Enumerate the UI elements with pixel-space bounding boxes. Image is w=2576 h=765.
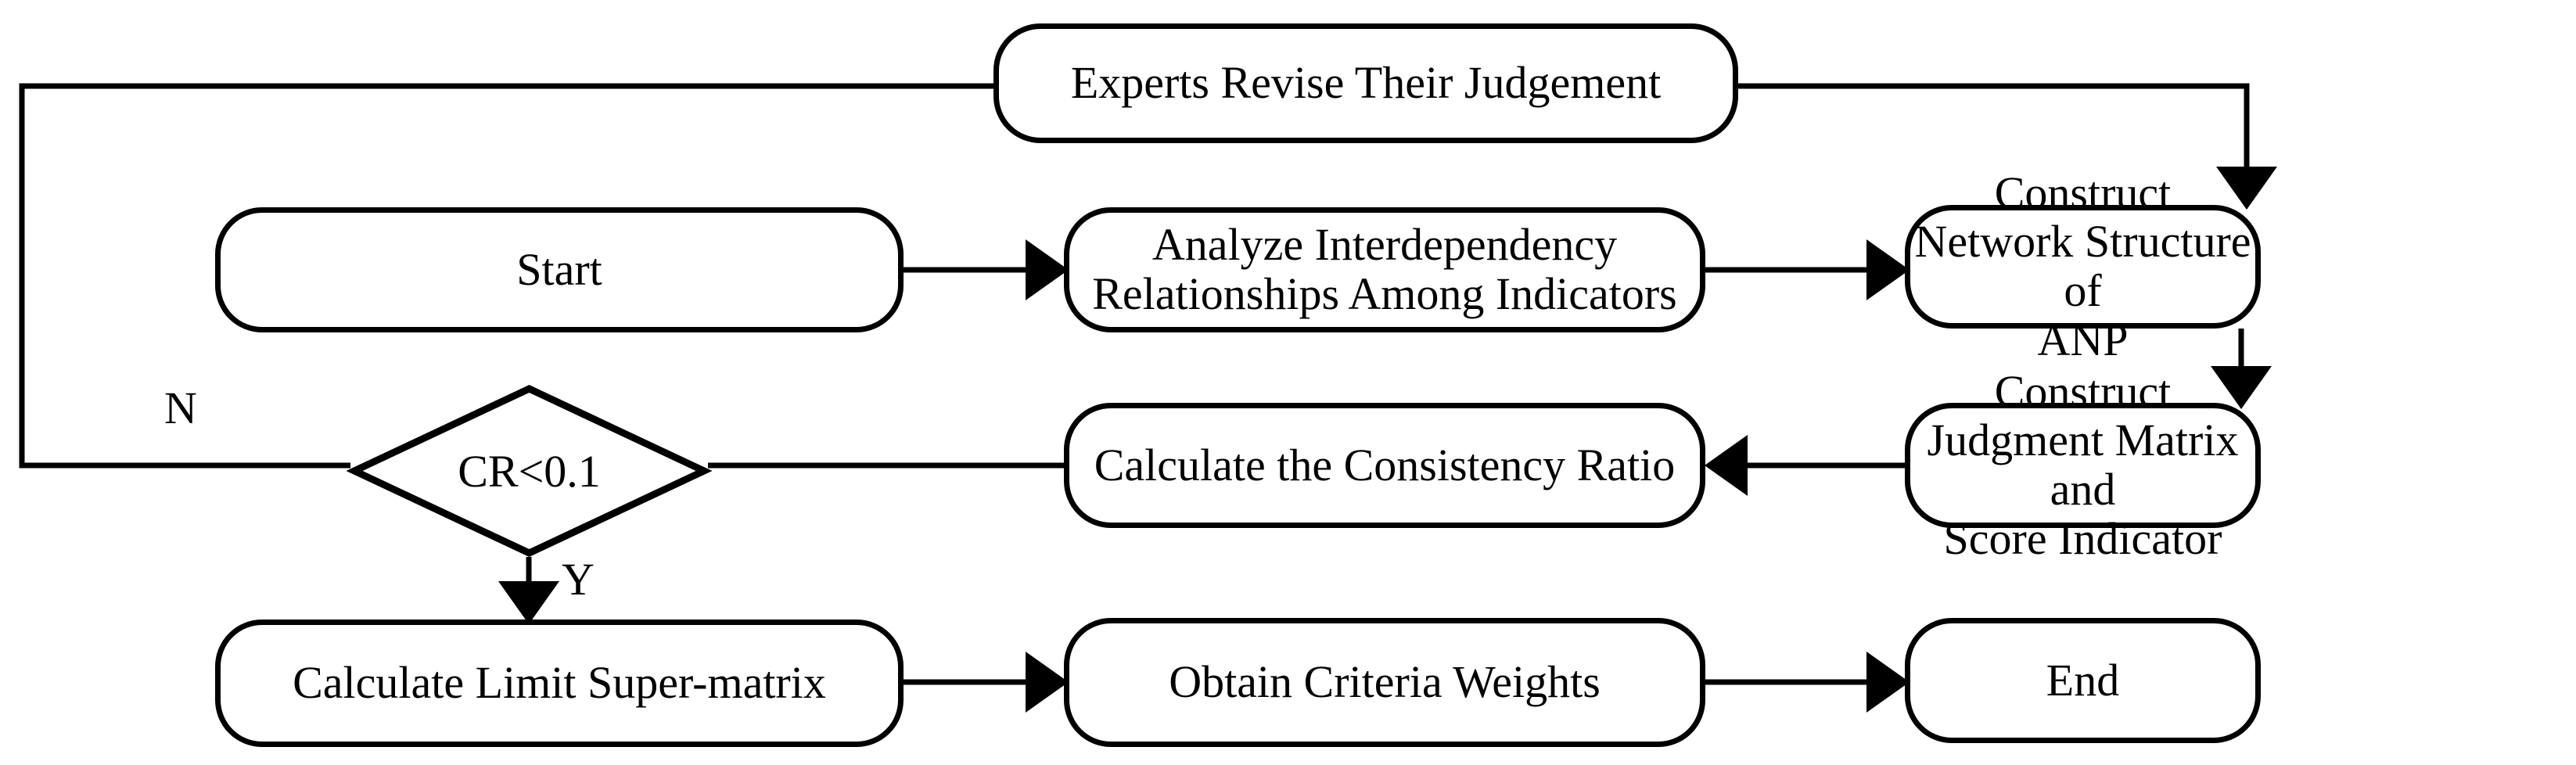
- edge-decision-to-experts: [19, 83, 993, 469]
- arrowhead-analyze-to-construct-network: [1866, 239, 1910, 300]
- node-analyze-interdependency-label: Analyze Interdependency Relationships Am…: [1092, 219, 1677, 319]
- node-start[interactable]: Start: [215, 207, 904, 332]
- edge-label-no: N: [164, 382, 197, 433]
- edge-experts-to-construct-network: [1738, 83, 2250, 196]
- node-construct-judgment[interactable]: Construct Judgment Matrix and Score Indi…: [1905, 367, 2261, 562]
- node-experts-revise[interactable]: Experts Revise Their Judgement: [993, 23, 1738, 143]
- node-analyze-interdependency[interactable]: Analyze Interdependency Relationships Am…: [1064, 207, 1705, 332]
- node-calculate-consistency-label: Calculate the Consistency Ratio: [1094, 439, 1676, 490]
- arrowhead-calculate-limit-to-obtain-weights: [1026, 652, 1069, 713]
- node-obtain-weights[interactable]: Obtain Criteria Weights: [1064, 618, 1705, 747]
- arrowhead-construct-network-to-judgment: [2211, 366, 2272, 409]
- node-obtain-weights-label: Obtain Criteria Weights: [1169, 656, 1601, 708]
- arrowhead-start-to-analyze: [1026, 239, 1069, 300]
- arrowhead-decision-to-calculate-limit: [498, 581, 559, 624]
- node-decision-cr[interactable]: CR<0.1: [346, 385, 713, 557]
- node-experts-revise-label: Experts Revise Their Judgement: [1070, 57, 1662, 109]
- diamond-shape: [346, 385, 713, 557]
- node-calculate-limit[interactable]: Calculate Limit Super-matrix: [215, 620, 904, 747]
- node-end-label: End: [2046, 654, 2120, 706]
- node-construct-judgment-label: Construct Judgment Matrix and Score Indi…: [1927, 365, 2239, 564]
- node-end[interactable]: End: [1905, 618, 2261, 743]
- node-calculate-consistency[interactable]: Calculate the Consistency Ratio: [1064, 403, 1705, 528]
- arrowhead-experts-to-construct-network: [2216, 167, 2277, 210]
- node-calculate-limit-label: Calculate Limit Super-matrix: [293, 657, 826, 709]
- arrowhead-judgment-to-consistency: [1705, 435, 1748, 496]
- node-construct-network-label: Construct Network Structure of ANP: [1914, 167, 2251, 365]
- node-construct-network[interactable]: Construct Network Structure of ANP: [1905, 168, 2261, 364]
- edge-label-yes: Y: [562, 554, 595, 605]
- node-start-label: Start: [516, 243, 602, 295]
- arrowhead-obtain-weights-to-end: [1866, 652, 1910, 713]
